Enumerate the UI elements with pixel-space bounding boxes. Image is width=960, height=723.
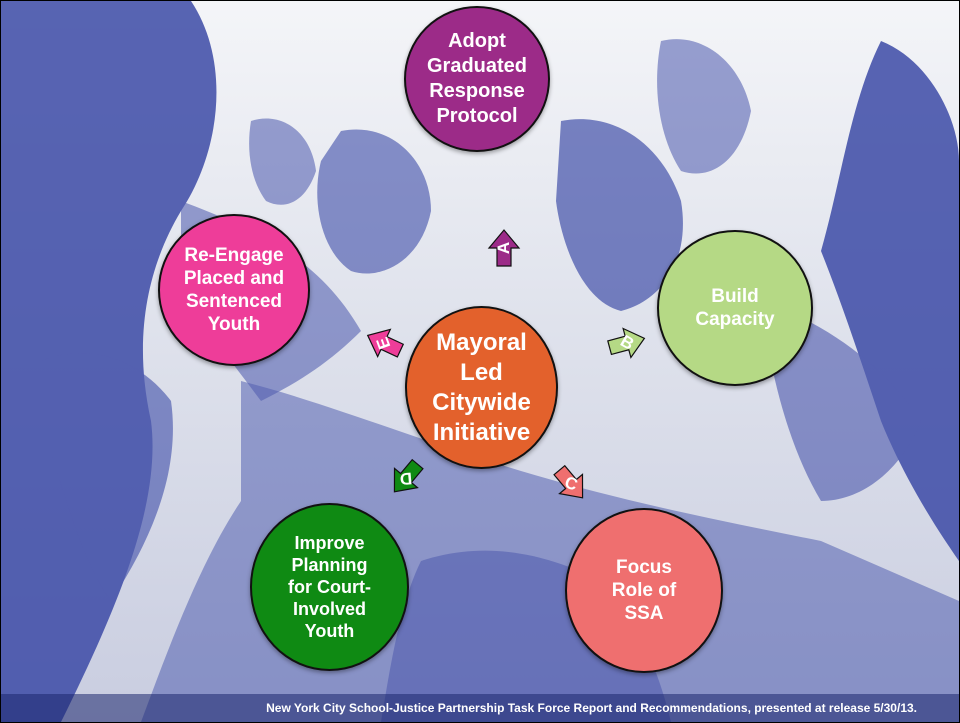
node-c-label: Focus Role of SSA [611, 557, 677, 624]
node-d-label: Improve Planning for Court- Involved You… [288, 533, 371, 641]
node-a-label: Adopt Graduated Response Protocol [426, 30, 528, 127]
arrow-b: B [600, 315, 654, 371]
footer-citation-bar: New York City School-Justice Partnership… [1, 694, 959, 722]
node-re-engage-youth: Re-Engage Placed and Sentenced Youth [158, 214, 310, 366]
node-e-label: Re-Engage Placed and Sentenced Youth [183, 245, 285, 335]
node-focus-role-ssa: Focus Role of SSA [565, 508, 723, 673]
node-improve-planning: Improve Planning for Court- Involved You… [250, 503, 409, 671]
arrow-a: A [481, 226, 527, 270]
arrow-d: D [374, 446, 438, 509]
arrow-e: E [354, 313, 413, 373]
footer-citation: New York City School-Justice Partnership… [266, 701, 917, 715]
node-center-label: Mayoral Led Citywide Initiative [432, 328, 531, 446]
node-center-initiative: Mayoral Led Citywide Initiative [405, 306, 558, 469]
node-b-label: Build Capacity [695, 286, 775, 330]
arrow-c: C [539, 452, 603, 515]
arrow-letter-a: A [494, 241, 513, 255]
node-build-capacity: Build Capacity [657, 230, 813, 386]
node-adopt-graduated-response: Adopt Graduated Response Protocol [404, 6, 550, 152]
arrow-letter-d: D [399, 468, 413, 489]
